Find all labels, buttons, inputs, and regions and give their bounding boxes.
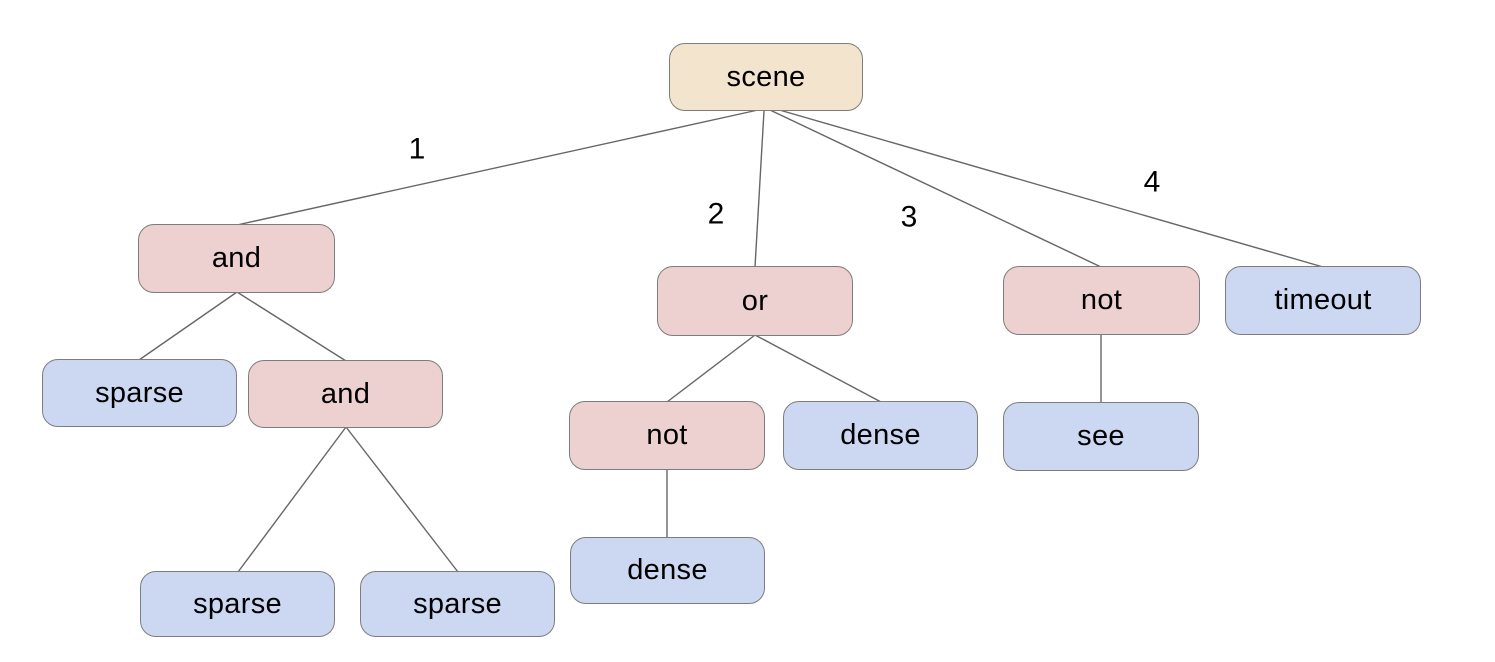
edge-scene-timeout1 (775, 108, 1324, 268)
tree-node-not1: not (1003, 266, 1200, 335)
tree-node-sparse2: sparse (140, 571, 335, 637)
edge-label-1: 1 (409, 133, 426, 166)
edge-label-2: 2 (708, 198, 725, 231)
tree-node-dense2: dense (570, 537, 765, 604)
edge-and1-and2 (236, 291, 347, 362)
tree-node-sparse1: sparse (42, 359, 237, 427)
tree-node-scene: scene (669, 43, 863, 111)
edge-label-4: 4 (1144, 166, 1161, 199)
tree-node-or1: or (657, 266, 853, 336)
tree-node-see1: see (1003, 402, 1199, 471)
edge-scene-or1 (754, 110, 765, 268)
edge-and2-sparse2 (237, 426, 347, 573)
tree-node-not2: not (569, 401, 765, 470)
edge-scene-not1 (769, 109, 1102, 268)
tree-node-and2: and (248, 360, 443, 428)
edge-and2-sparse3 (345, 426, 459, 573)
edge-or1-dense1 (754, 334, 882, 403)
edge-label-3: 3 (901, 201, 918, 234)
tree-node-dense1: dense (783, 401, 978, 470)
edge-and1-sparse1 (138, 291, 238, 361)
edge-scene-and1 (236, 109, 759, 226)
edge-or1-not2 (666, 334, 756, 403)
tree-node-timeout1: timeout (1225, 266, 1421, 335)
tree-node-and1: and (138, 224, 335, 293)
tree-node-sparse3: sparse (360, 571, 555, 637)
